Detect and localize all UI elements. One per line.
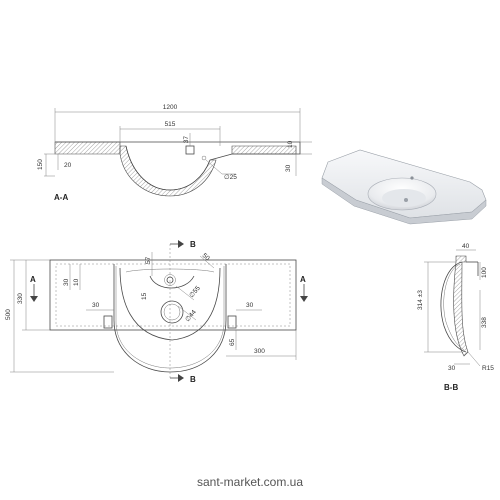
dim-338: 338 [481, 317, 488, 328]
section-marker-b-bottom: B [190, 375, 196, 384]
section-bb-title: B-B [444, 383, 458, 392]
dim-15: 15 [141, 292, 148, 300]
section-aa-title: A-A [54, 193, 68, 202]
section-marker-a-right: A [300, 275, 306, 284]
dim-37: 37 [183, 136, 190, 144]
plan-view: B B A A 500 330 30 10 30 57 50 [5, 240, 308, 384]
dim-515: 515 [165, 121, 176, 128]
dim-r15: R15 [482, 365, 494, 372]
dim-20: 20 [64, 162, 72, 169]
section-marker-a-left: A [30, 275, 36, 284]
dim-30-mid: 30 [92, 302, 100, 309]
dim-65: 65 [229, 338, 236, 346]
dim-10: 10 [287, 140, 294, 148]
section-aa-view: 1200 515 37 10 30 150 20 ∅25 A-A [37, 104, 312, 202]
watermark: sant-market.com.ua [197, 475, 303, 489]
dim-100: 100 [481, 267, 488, 278]
dim-hole-25: ∅25 [224, 174, 237, 181]
dim-30: 30 [285, 164, 292, 172]
dim-314: 314 ±3 [417, 290, 424, 310]
dim-10-left: 10 [73, 278, 80, 286]
dim-dia-44: ∅44 [184, 309, 198, 324]
basin-3d-render [321, 149, 487, 225]
dim-150: 150 [37, 159, 44, 170]
dim-500: 500 [5, 309, 12, 320]
dim-30-right: 30 [246, 302, 254, 309]
dim-30-bb: 30 [448, 365, 456, 372]
section-bb-view: 40 100 314 ±3 338 30 R15 B-B [417, 243, 494, 392]
dim-57: 57 [145, 256, 152, 264]
dim-300: 300 [254, 348, 265, 355]
dim-40: 40 [462, 243, 470, 250]
dim-1200: 1200 [163, 104, 178, 111]
dim-50: 50 [201, 252, 211, 262]
dim-dia-55: ∅55 [188, 285, 202, 300]
dim-30-left: 30 [63, 278, 70, 286]
section-marker-b-top: B [190, 240, 196, 249]
dim-330: 330 [17, 293, 24, 304]
